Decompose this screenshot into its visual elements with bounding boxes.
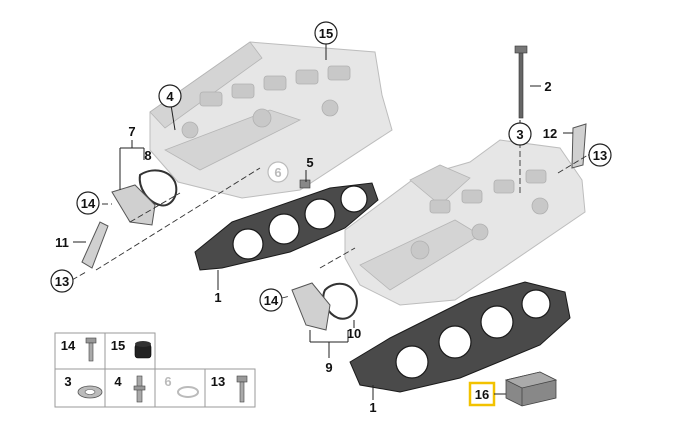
callout-8[interactable]: 8 [144, 148, 151, 163]
callout-2[interactable]: 2 [544, 79, 551, 94]
legend-number: 3 [64, 374, 71, 389]
legend-item-13[interactable]: 13 [211, 374, 248, 403]
timing-cover-plate-left [111, 184, 156, 226]
callout-13-left[interactable]: 13 [50, 269, 74, 293]
timing-cover-plate-right [291, 282, 331, 331]
legend-item-4[interactable]: 4 [114, 374, 146, 403]
legend-item-6[interactable]: 6 [164, 374, 199, 398]
bolt-icon [85, 337, 97, 362]
callout-label: 13 [55, 274, 69, 289]
seal-ring-upper [138, 169, 178, 207]
callout-12[interactable]: 12 [543, 126, 557, 141]
callout-label: 9 [325, 360, 332, 375]
callout-5[interactable]: 5 [306, 155, 313, 170]
callout-label: 7 [128, 124, 135, 139]
callout-label: 12 [543, 126, 557, 141]
callout-16[interactable]: 16 [468, 381, 496, 407]
legend-item-15[interactable]: 15 [111, 338, 152, 359]
callout-1-upper[interactable]: 1 [214, 290, 221, 305]
legend-number: 13 [211, 374, 225, 389]
long-bolt [514, 45, 528, 119]
callout-label: 15 [319, 26, 333, 41]
head-gasket-upper [194, 182, 379, 271]
legend-number: 15 [111, 338, 125, 353]
callout-13-right[interactable]: 13 [588, 143, 612, 167]
callout-11[interactable]: 11 [55, 235, 69, 250]
callout-label: 13 [593, 148, 607, 163]
washer-icon [77, 385, 103, 399]
callout-4[interactable]: 4 [158, 84, 182, 108]
callout-3[interactable]: 3 [508, 122, 532, 146]
legend-item-14[interactable]: 14 [61, 337, 97, 362]
right-cylinder-head [344, 139, 586, 306]
legend-number: 4 [114, 374, 122, 389]
callout-label: 1 [214, 290, 221, 305]
left-cylinder-head [149, 41, 393, 199]
callout-15[interactable]: 15 [314, 21, 338, 45]
head-gasket-lower [349, 281, 571, 393]
sealant-box-icon [504, 371, 558, 407]
plug-icon [134, 341, 152, 359]
callout-label: 3 [516, 127, 523, 142]
callout-label: 5 [306, 155, 313, 170]
sensor-part [299, 179, 311, 189]
callout-label: 1 [369, 400, 376, 415]
callout-14-lower[interactable]: 14 [259, 288, 283, 312]
callout-label: 14 [81, 196, 96, 211]
callout-label: 16 [475, 387, 489, 402]
callout-label: 11 [55, 235, 69, 250]
bracket-left [81, 221, 109, 269]
parts-legend: 14 15 3 4 [54, 332, 256, 408]
legend-number: 14 [61, 338, 76, 353]
callout-1-lower[interactable]: 1 [369, 400, 376, 415]
callout-label: 10 [347, 326, 361, 341]
hex-bolt-icon [236, 375, 248, 403]
callout-label: 6 [274, 165, 281, 180]
callout-label: 8 [144, 148, 151, 163]
legend-number: 6 [164, 374, 171, 389]
callout-9[interactable]: 9 [325, 360, 332, 375]
callout-label: 2 [544, 79, 551, 94]
bracket-right [571, 123, 587, 169]
callout-14-upper[interactable]: 14 [76, 191, 100, 215]
legend-item-3[interactable]: 3 [64, 374, 103, 399]
callout-6[interactable]: 6 [267, 161, 289, 183]
callout-10[interactable]: 10 [347, 326, 361, 341]
ring-icon [177, 386, 199, 398]
callout-label: 14 [264, 293, 279, 308]
callout-label: 4 [166, 89, 174, 104]
callout-7[interactable]: 7 [128, 124, 135, 139]
stud-icon [133, 375, 146, 403]
